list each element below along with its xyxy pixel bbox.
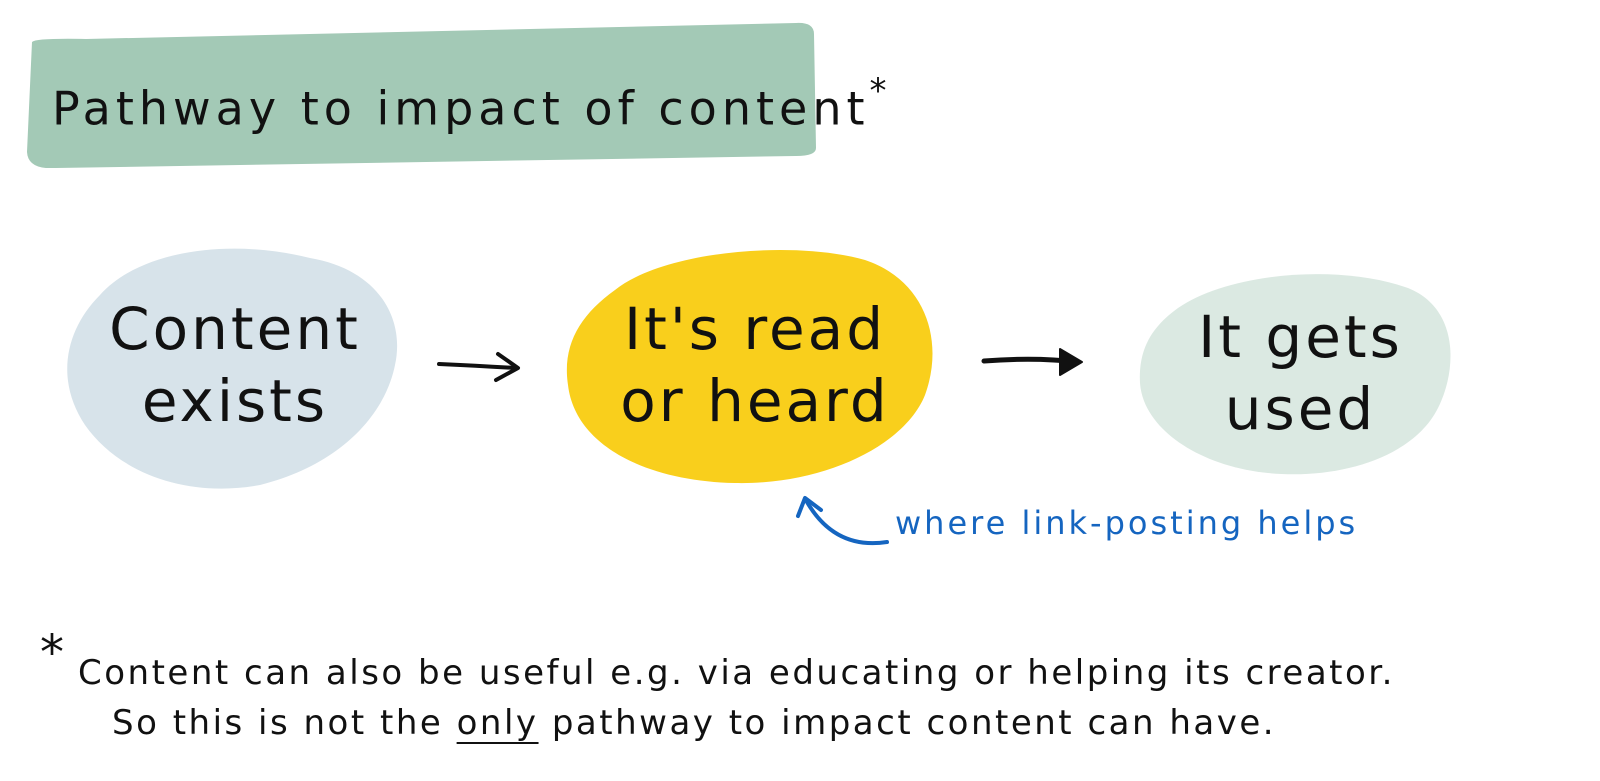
page-title-text: Pathway to impact of content [52, 81, 870, 136]
footnote-line-2-end: pathway to impact content can have. [551, 703, 1277, 743]
footnote-line-2: So this is not the only pathway to impac… [112, 697, 1276, 749]
node-read-or-heard-shape [566, 250, 933, 484]
footnote-line-1: Content can also be useful e.g. via educ… [78, 653, 1395, 693]
annotation-text: where link-posting helps [895, 504, 1359, 542]
page-title: Pathway to impact of content* [52, 71, 892, 136]
annotation: where link-posting helps [795, 490, 1355, 560]
footnote-line-2-start: So this is not the [112, 703, 444, 743]
title-banner: Pathway to impact of content* [26, 22, 887, 168]
banner-background [27, 22, 816, 168]
node-label-line2: used [1224, 375, 1377, 443]
curved-arrow-icon [796, 496, 889, 546]
node-label-line2: exists [141, 367, 329, 435]
footnote-emphasis: only [456, 703, 539, 743]
title-footnote-marker: * [869, 71, 892, 111]
arrow-right-icon [437, 352, 520, 382]
node-content-exists: Content exists [60, 240, 400, 490]
node-gets-used: It gets used [1138, 268, 1453, 478]
node-read-or-heard: It's read or heard [565, 245, 937, 485]
node-label-line1: Content [109, 295, 361, 363]
footnote-marker: * [40, 625, 67, 681]
arrow-right-icon [981, 348, 1083, 376]
node-label-line1: It's read [623, 295, 887, 363]
node-gets-used-shape [1139, 274, 1451, 475]
node-label-line2: or heard [620, 367, 890, 435]
node-content-exists-shape [67, 248, 398, 489]
node-label-line1: It gets [1198, 303, 1403, 371]
